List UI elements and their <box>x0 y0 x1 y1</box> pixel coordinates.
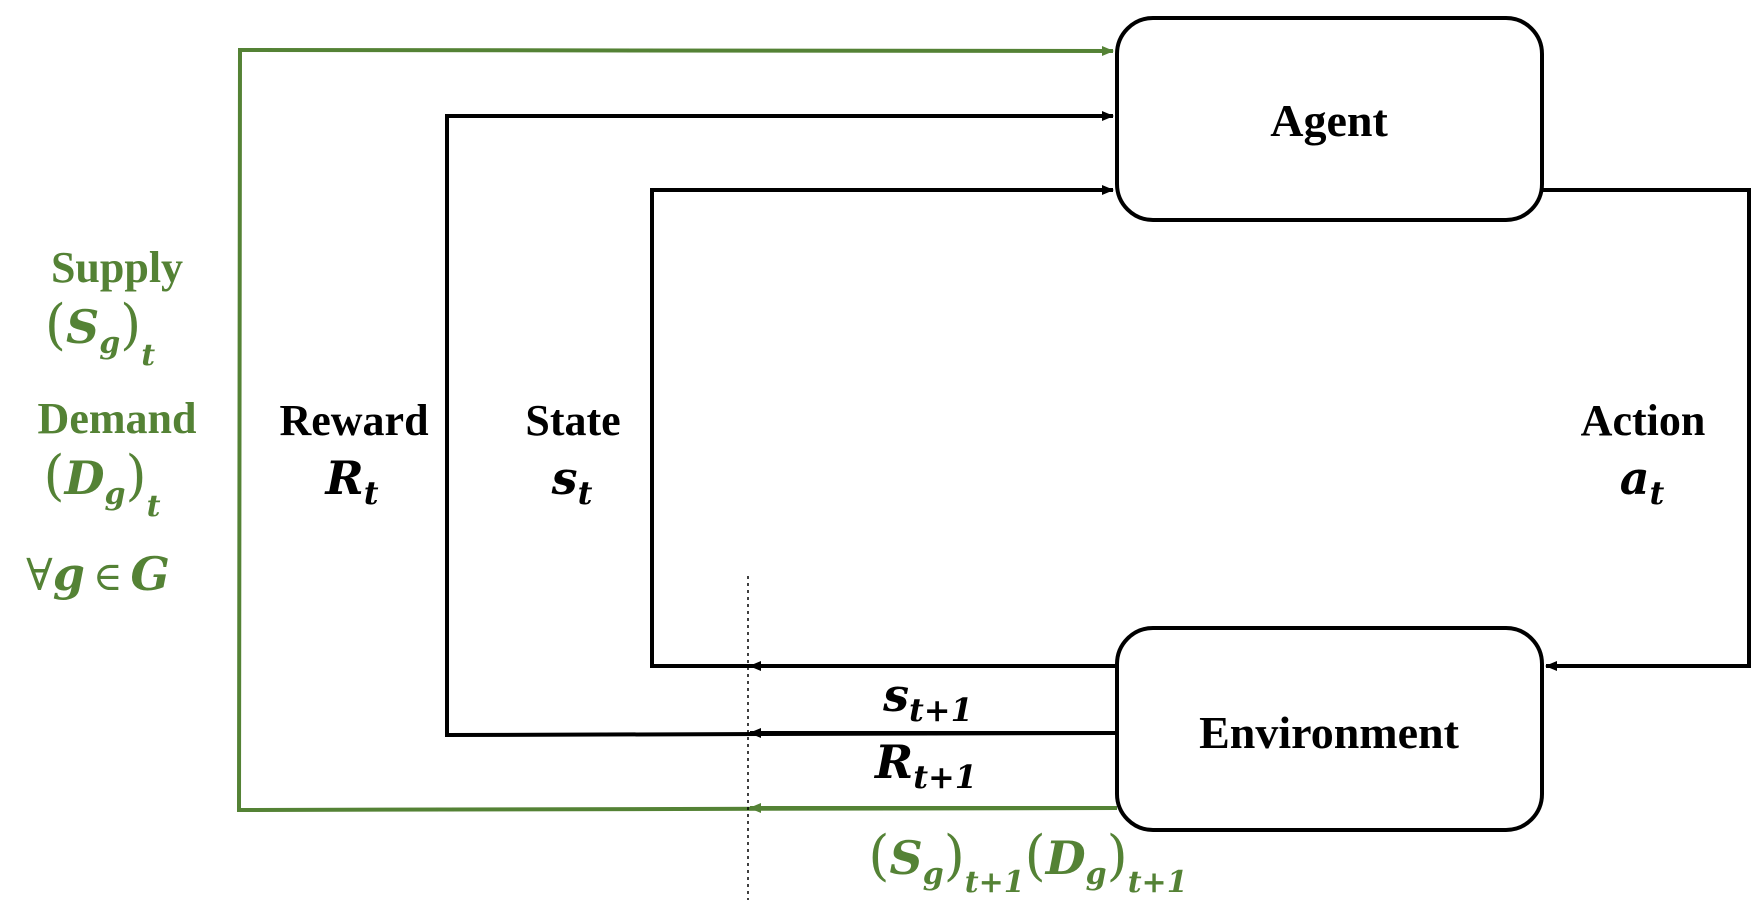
state-word: State <box>525 396 620 445</box>
action-symbol: at <box>1620 451 1665 512</box>
state-loop-line <box>650 185 1117 668</box>
next-reward-label: Rt+1 <box>873 735 977 796</box>
next-supply-demand-label: (Sg)t+1(Dg)t+1 <box>868 824 1187 900</box>
demand-word: Demand <box>38 394 197 443</box>
reward-word: Reward <box>279 396 428 445</box>
agent-label: Agent <box>1270 95 1388 146</box>
environment-label: Environment <box>1199 707 1460 758</box>
supply-word: Supply <box>51 243 183 292</box>
demand-symbol: (Dg)t <box>44 444 161 524</box>
agent-box <box>1115 16 1544 222</box>
next-state-label: st+1 <box>882 668 973 729</box>
action-word: Action <box>1581 396 1706 445</box>
forall-label: ∀g∈G <box>26 547 170 601</box>
supply-demand-loop-line <box>236 45 1118 813</box>
environment-box <box>1115 626 1544 832</box>
state-symbol: st <box>551 451 593 512</box>
reward-symbol: Rt <box>323 451 378 512</box>
action-arrow <box>1542 188 1751 671</box>
supply-symbol: (Sg)t <box>45 293 155 373</box>
